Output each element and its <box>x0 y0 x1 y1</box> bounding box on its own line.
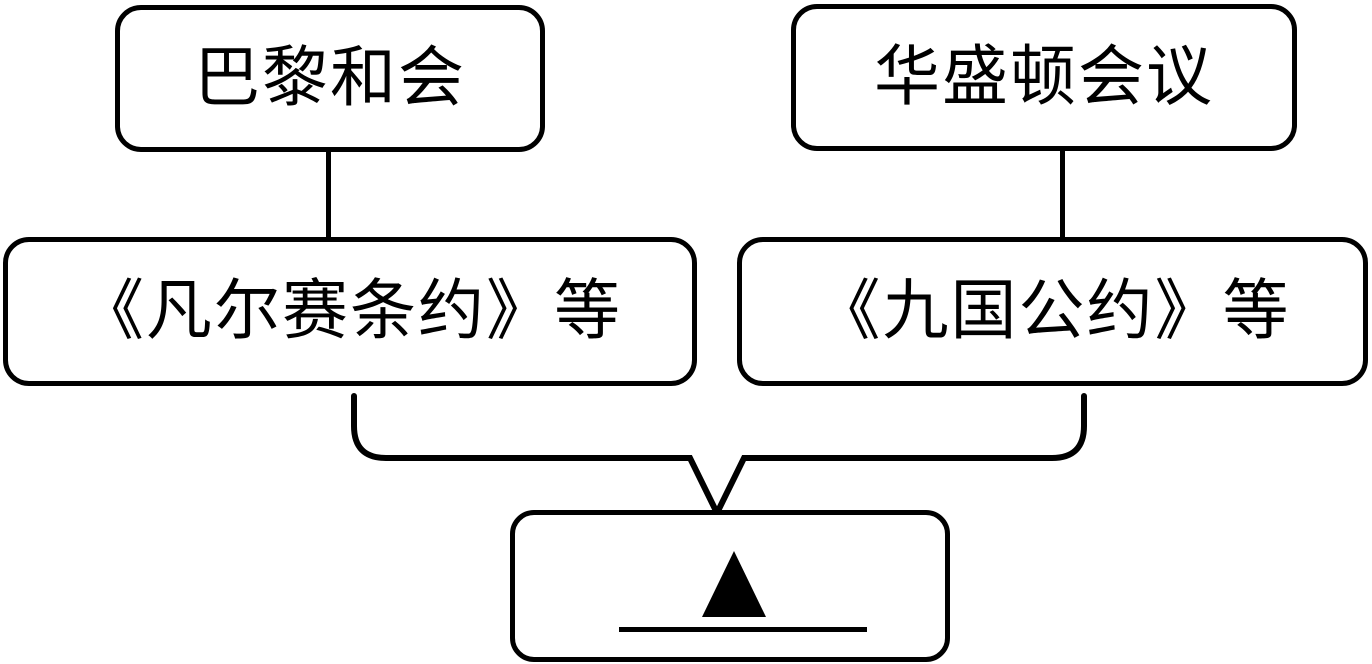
node-nine-power-treaty-label: 《九国公约》等 <box>814 274 1291 348</box>
node-washington-conference-label: 华盛顿会议 <box>874 40 1214 114</box>
node-washington-conference: 华盛顿会议 <box>791 4 1297 151</box>
node-nine-power-treaty: 《九国公约》等 <box>737 237 1368 386</box>
node-versailles-treaty-label: 《凡尔赛条约》等 <box>78 274 622 348</box>
merge-brace <box>351 393 1087 520</box>
node-paris-conference: 巴黎和会 <box>115 5 545 152</box>
answer-blank-underline <box>619 627 867 632</box>
node-answer-blank <box>510 510 950 662</box>
node-paris-conference-label: 巴黎和会 <box>194 41 466 115</box>
node-versailles-treaty: 《凡尔赛条约》等 <box>3 237 697 386</box>
answer-marker-triangle-icon <box>702 551 766 617</box>
